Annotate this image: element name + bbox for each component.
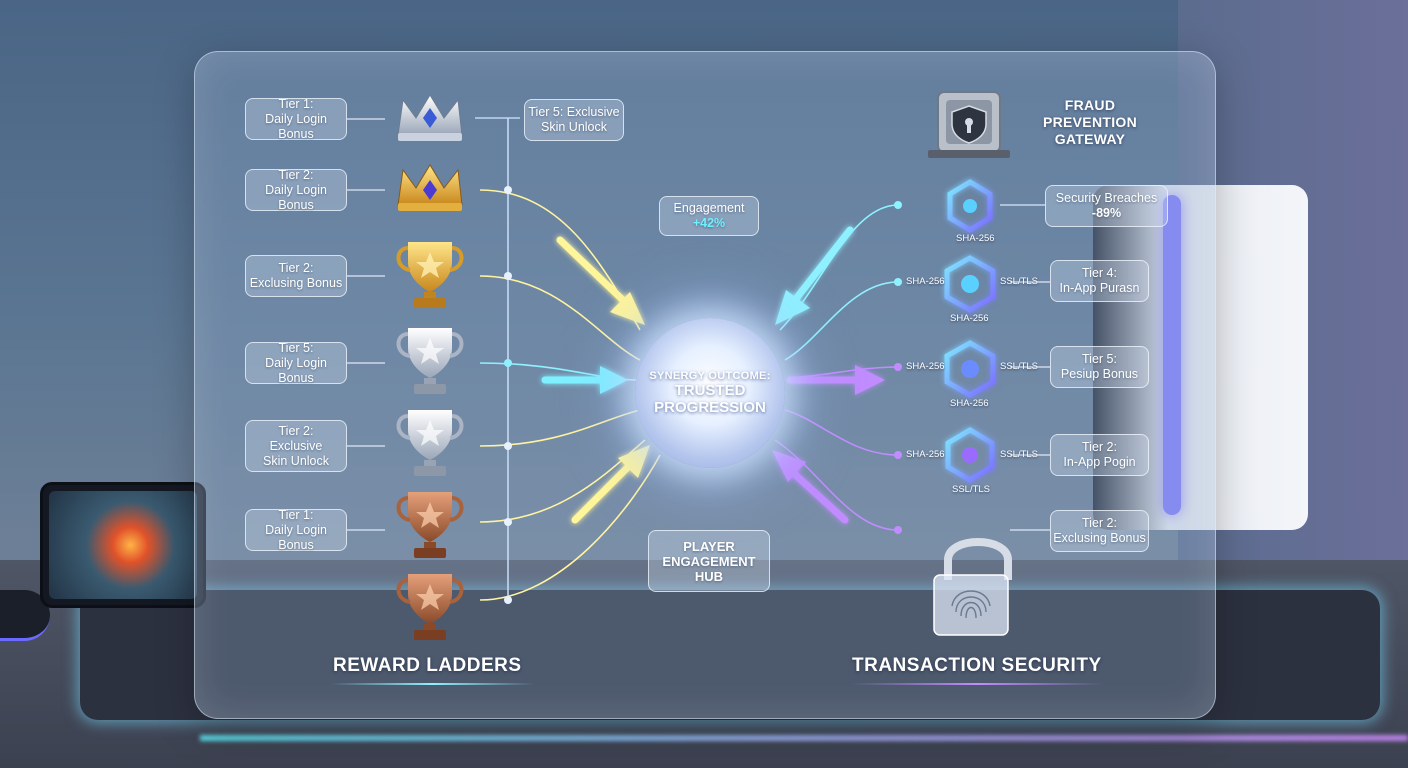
phone [40, 482, 206, 608]
bronze-trophy-icon [396, 492, 464, 558]
fingerprint-lock-icon [933, 538, 1012, 636]
bronze-trophy-icon [396, 574, 464, 640]
gold-trophy-icon [396, 242, 464, 308]
reward-tier-box: Tier 2: Daily Login Bonus [245, 168, 347, 212]
phone-game-screen [49, 491, 197, 599]
breaches-value: -89% [1091, 206, 1122, 220]
gold-crown-icon [397, 164, 463, 211]
hex-caption: SHA-256 [950, 398, 989, 409]
ladder-nodes [504, 186, 512, 604]
hex-right-label: SSL/TLS [1000, 361, 1039, 372]
fraud-gateway-title: FRAUD PREVENTION GATEWAY [1042, 97, 1137, 147]
hex-caption: SHA-256 [950, 313, 989, 324]
security-tier-box: Tier 2: In-App Pogin [1050, 434, 1149, 476]
vault-shield-icon [928, 91, 1010, 158]
hub-title-line2: PROGRESSION [654, 399, 766, 416]
security-tier-box: Tier 4: In-App Purasn [1050, 260, 1149, 302]
security-breaches-box: Security Breaches -89% [1045, 185, 1168, 227]
hub-arrows [541, 226, 885, 524]
desk-glow [200, 735, 1408, 741]
tier-icon-links [347, 118, 385, 531]
reward-tier-box: Tier 2: Exclusive Skin Unlock [245, 420, 347, 472]
reward-tier-box: Tier 2: Exclusing Bonus [245, 255, 347, 297]
silver-trophy-icon [396, 328, 464, 394]
hex-caption: SHA-256 [956, 233, 995, 244]
hub-subtitle: SYNERGY OUTCOME: [649, 370, 771, 382]
desk-mat [80, 590, 1380, 720]
top-reward-box: Tier 5: Exclusive Skin Unlock [524, 99, 624, 141]
hex-left-label: SHA-256 [906, 449, 945, 460]
silver-crown-icon [397, 94, 463, 141]
silver-trophy-icon [396, 410, 464, 476]
reward-tier-box: Tier 5: Daily Login Bonus [245, 341, 347, 385]
security-tier-box: Tier 2: Exclusing Bonus [1050, 510, 1149, 552]
reward-tier-box: Tier 1: Daily Login Bonus [245, 508, 347, 552]
hub-title-line1: TRUSTED [674, 382, 746, 399]
reward-tier-box: Tier 1: Daily Login Bonus [245, 97, 347, 141]
hex-left-label: SHA-256 [906, 276, 945, 287]
security-links [1000, 204, 1050, 531]
engagement-metric-box: Engagement +42% [659, 196, 759, 236]
player-engagement-hub-label: PLAYER ENGAGEMENT HUB [648, 530, 770, 592]
hex-right-label: SSL/TLS [1000, 449, 1039, 460]
transaction-security-title: TRANSACTION SECURITY [852, 655, 1102, 676]
hex-left-label: SHA-256 [906, 361, 945, 372]
reward-ladders-title: REWARD LADDERS [333, 655, 522, 676]
hex-node-icons [944, 179, 996, 483]
game-console [1093, 185, 1308, 530]
synergy-hub: SYNERGY OUTCOME: TRUSTED PROGRESSION [635, 318, 785, 468]
security-curves [774, 204, 899, 531]
security-tier-box: Tier 5: Pesiup Bonus [1050, 346, 1149, 388]
engagement-value: +42% [692, 216, 726, 230]
hex-right-label: SSL/TLS [1000, 276, 1039, 287]
security-nodes [894, 201, 902, 534]
hex-caption: SSL/TLS [952, 484, 991, 495]
